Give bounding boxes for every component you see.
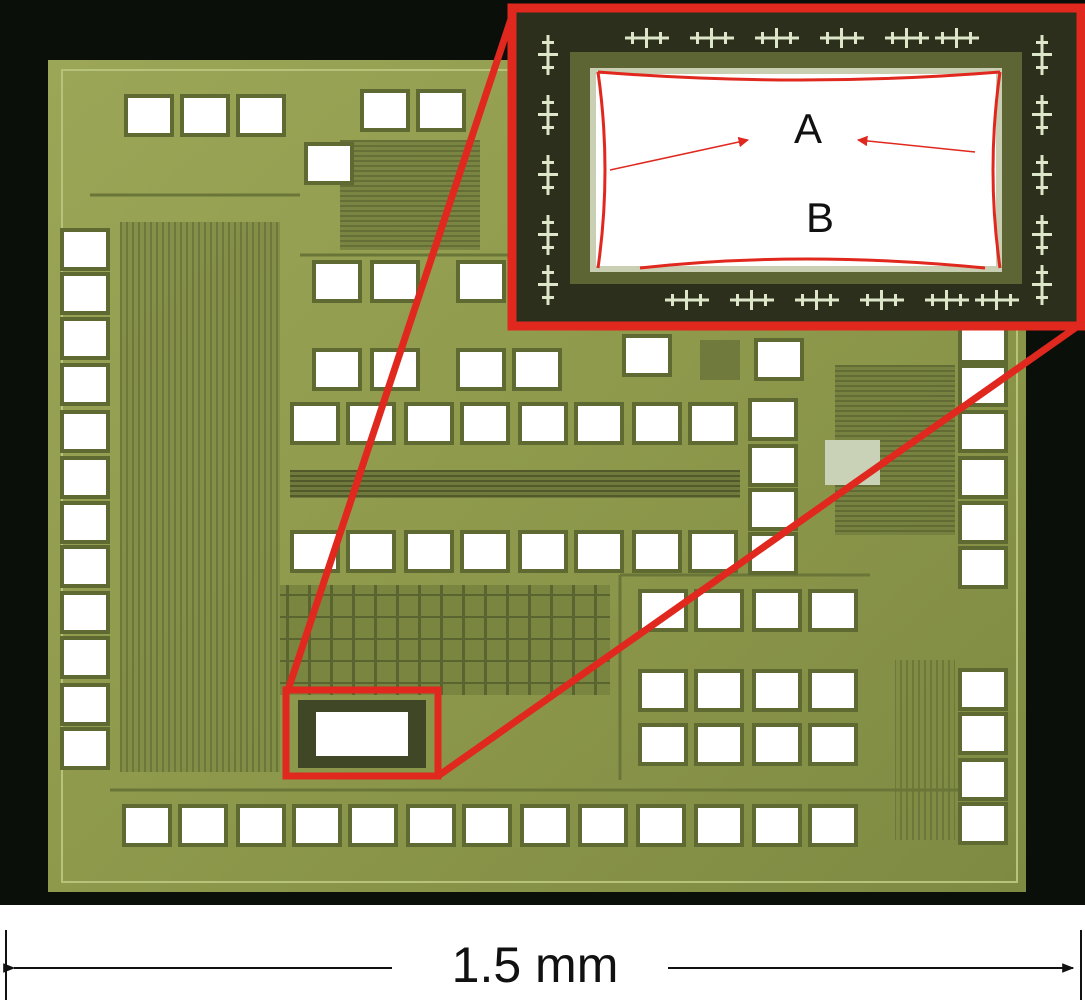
pale-block [825, 440, 880, 485]
test-structure-window [316, 712, 408, 756]
inset-label-b: B [806, 194, 834, 241]
scale-bar [3, 930, 1082, 1000]
inset-label-a: A [794, 105, 822, 152]
zoom-line-lower [435, 323, 1081, 779]
array-block [280, 585, 610, 695]
left-logic-block [120, 222, 280, 772]
inset-view: A B [507, 3, 1085, 331]
right-lower-block [895, 660, 955, 840]
small-block [700, 340, 740, 380]
bus-strip [290, 470, 740, 498]
inset-frame [507, 3, 1085, 331]
highlight-box [282, 686, 442, 780]
upper-logic-block [340, 140, 480, 250]
zoom-line-upper [284, 8, 518, 692]
scale-bar-label: 1.5 mm [451, 937, 619, 993]
